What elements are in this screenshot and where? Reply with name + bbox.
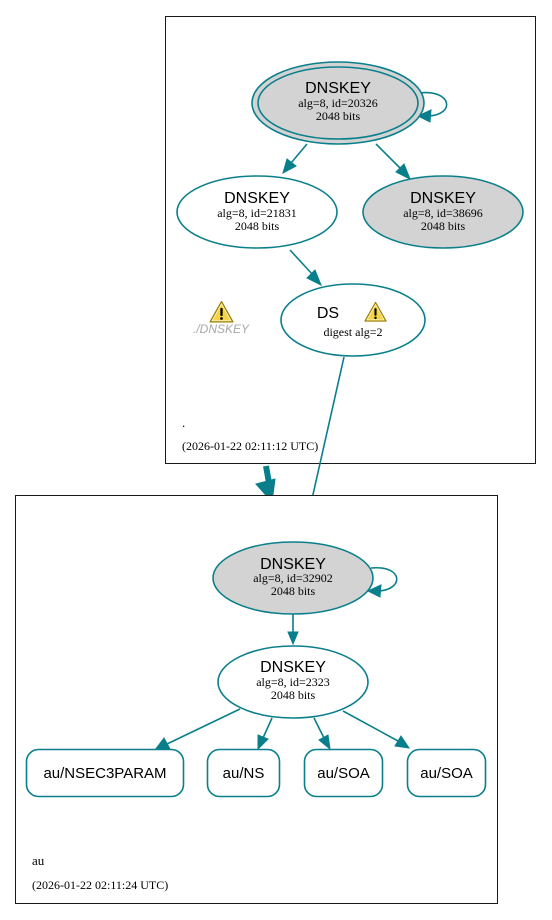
ksk-self-loop-edge	[418, 91, 448, 117]
au-zsk-title: DNSKEY	[260, 659, 326, 676]
ds-node[interactable]: DS digest alg=2	[280, 283, 426, 357]
au-zsk-node[interactable]: DNSKEY alg=8, id=2323 2048 bits	[217, 645, 369, 719]
au-zsk-to-ns-edge	[262, 717, 273, 739]
root-zone: DNSKEY alg=8, id=20326 2048 bits DNSKEY …	[165, 16, 536, 464]
au-ksk-self-loop-edge	[370, 567, 398, 592]
au-zone: DNSKEY alg=8, id=32902 2048 bits DNSKEY …	[15, 495, 498, 904]
root-edges	[282, 91, 448, 287]
root-standby-alg: alg=8, id=38696	[403, 206, 483, 220]
ksk-self-loop-arrow	[416, 109, 432, 123]
au-ksk-bits: 2048 bits	[271, 584, 316, 598]
root-zsk-title: DNSKEY	[224, 190, 290, 207]
root-ksk-node[interactable]: DNSKEY alg=8, id=20326 2048 bits	[251, 61, 425, 145]
ksk-to-zsk-arrow	[282, 158, 297, 175]
rrset-ns[interactable]: au/NS	[206, 748, 281, 798]
au-ksk-alg: alg=8, id=32902	[253, 571, 333, 585]
ghost-dnskey-label: ./DNSKEY	[193, 322, 250, 336]
rrset-soa-2[interactable]: au/SOA	[406, 748, 487, 798]
root-zone-name: .	[182, 415, 185, 430]
root-zone-timestamp: (2026-01-22 02:11:12 UTC)	[182, 439, 318, 453]
root-standby-node[interactable]: DNSKEY alg=8, id=38696 2048 bits	[362, 175, 524, 249]
root-zsk-alg: alg=8, id=21831	[217, 206, 297, 220]
ksk-to-zsk-edge	[290, 143, 308, 164]
au-zone-timestamp: (2026-01-22 02:11:24 UTC)	[32, 878, 168, 892]
au-zsk-to-soa2-edge	[342, 710, 399, 742]
au-zsk-to-ns-arrow	[257, 734, 269, 751]
zsk-to-ds-edge	[289, 249, 314, 276]
root-zsk-node[interactable]: DNSKEY alg=8, id=21831 2048 bits	[176, 175, 338, 249]
rrset-soa-1[interactable]: au/SOA	[303, 748, 384, 798]
au-zsk-alg: alg=8, id=2323	[256, 675, 330, 689]
au-zsk-to-nsec3param-edge	[166, 708, 241, 745]
rrset-soa-2-label: au/SOA	[420, 765, 473, 782]
au-zone-name: au	[32, 853, 45, 868]
ds-title: DS	[317, 305, 339, 322]
au-zsk-bits: 2048 bits	[271, 688, 316, 702]
zsk-to-ds-arrow	[306, 269, 322, 287]
au-zsk-to-soa2-arrow	[394, 735, 411, 749]
ds-digest: digest alg=2	[323, 325, 382, 339]
rrset-nsec3param-label: au/NSEC3PARAM	[43, 765, 166, 782]
root-ksk-bits: 2048 bits	[316, 109, 361, 123]
au-ksk-title: DNSKEY	[260, 556, 326, 573]
root-zsk-bits: 2048 bits	[235, 219, 280, 233]
au-zsk-to-soa1-arrow	[318, 734, 331, 751]
root-standby-title: DNSKEY	[410, 190, 476, 207]
ghost-dnskey-node[interactable]: ./DNSKEY	[193, 300, 250, 336]
root-standby-bits: 2048 bits	[421, 219, 466, 233]
root-ksk-title: DNSKEY	[305, 80, 371, 97]
au-edges	[153, 567, 411, 751]
ksk-to-standby-arrow	[395, 163, 411, 181]
rrset-nsec3param[interactable]: au/NSEC3PARAM	[25, 748, 185, 798]
rrset-soa-1-label: au/SOA	[317, 765, 370, 782]
au-ksk-node[interactable]: DNSKEY alg=8, id=32902 2048 bits	[212, 541, 374, 615]
au-zsk-to-soa1-edge	[313, 717, 325, 739]
au-ksk-to-zsk-arrow	[287, 631, 299, 646]
rrset-ns-label: au/NS	[223, 765, 265, 782]
au-ksk-self-loop-arrow	[366, 584, 382, 598]
root-ksk-alg: alg=8, id=20326	[298, 96, 378, 110]
ksk-to-standby-edge	[375, 143, 402, 170]
